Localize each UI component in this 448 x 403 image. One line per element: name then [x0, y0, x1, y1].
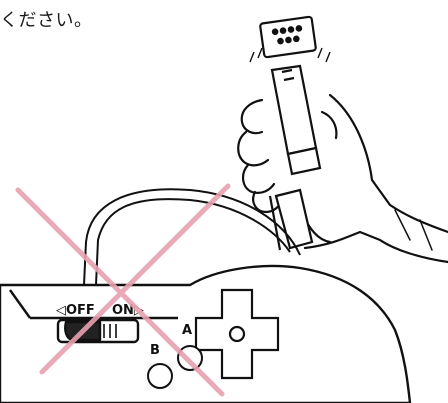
button-b-label: B: [150, 343, 160, 358]
switch-off-label: ◁OFF: [56, 303, 95, 318]
hand-drawing: [238, 95, 448, 262]
button-a: [178, 346, 202, 370]
button-b: [148, 364, 172, 388]
connector-plug: [260, 17, 320, 250]
button-a-label: A: [182, 323, 192, 338]
